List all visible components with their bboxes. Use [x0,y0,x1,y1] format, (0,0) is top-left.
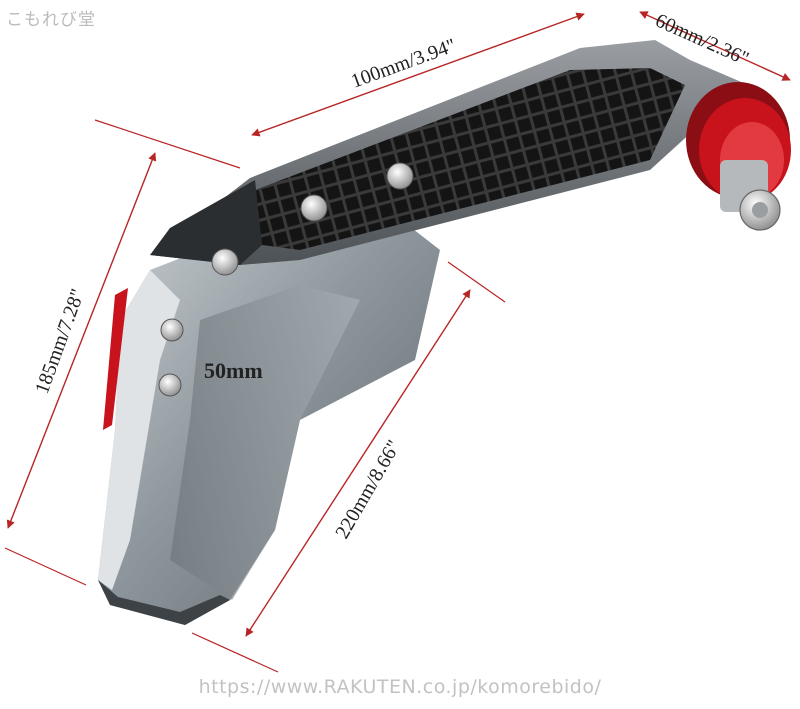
bolt-icon [158,373,182,397]
extension-line-2 [4,547,87,586]
bolt-icon [211,248,239,276]
guard-shield [98,215,440,625]
top-length-arrow [251,12,585,137]
diagonal-length-arrow [245,289,471,637]
bar-end-cap [686,82,791,231]
shop-watermark: こもれび堂 [6,10,96,30]
extension-line-4 [191,632,279,673]
extension-line-3 [447,261,506,303]
red-reflector [103,288,128,430]
bolt-icon [300,194,328,222]
diagonal-length-label: 220mm/8.66" [331,436,405,542]
bolt-icon [160,318,184,342]
bolt-icon [386,162,414,190]
extension-line-1 [94,119,241,169]
guard-arm [150,40,760,265]
url-watermark: https://www.RAKUTEN.co.jp/komorebido/ [198,676,602,698]
end-width-arrow [639,11,791,81]
left-height-arrow [6,152,157,529]
top-length-label: 100mm/3.94" [348,34,459,92]
bolts [158,162,414,397]
guard-width-label: 50mm [204,358,263,383]
